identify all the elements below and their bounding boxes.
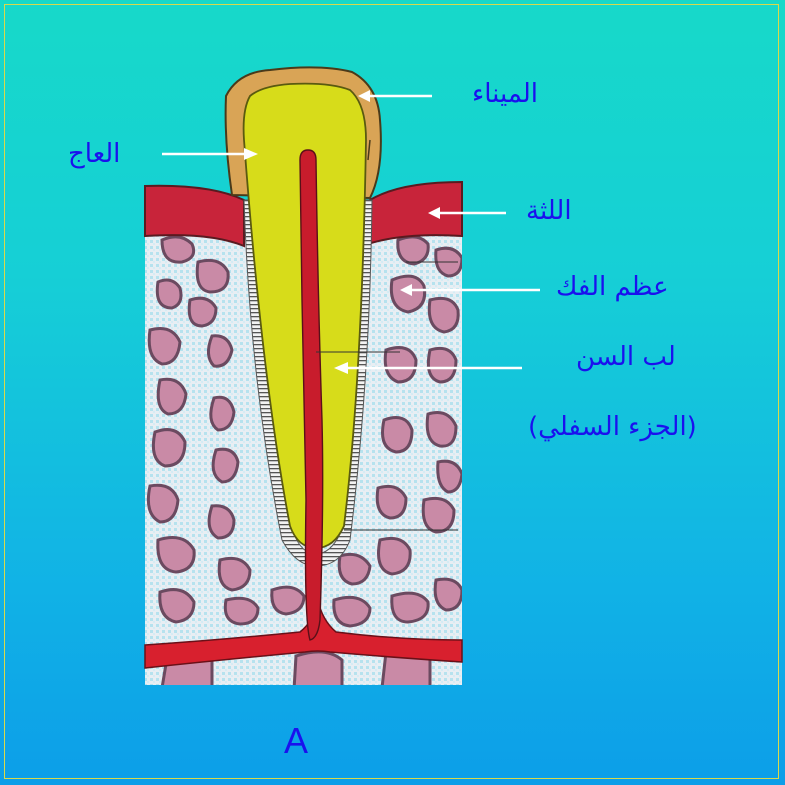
label-pulp-sub: (الجزء السفلي) <box>528 413 697 443</box>
label-dentin: العاج <box>68 140 120 170</box>
figure-caption: A <box>284 720 308 762</box>
label-jaw-bone: عظم الفك <box>556 273 669 303</box>
label-enamel: الميناء <box>472 80 538 110</box>
label-gum: اللثة <box>526 197 572 227</box>
label-pulp: لب السن <box>576 343 676 373</box>
